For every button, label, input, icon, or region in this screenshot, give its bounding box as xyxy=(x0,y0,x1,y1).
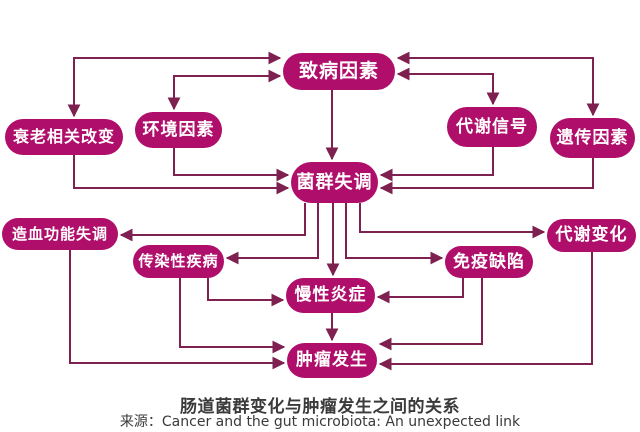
edge-dysbiosis-hematopoietic xyxy=(119,203,306,242)
edge-dysbiosis-infectious xyxy=(225,203,319,265)
edge-genetic-dysbiosis xyxy=(379,158,594,195)
edge-genetic-pathogenic xyxy=(396,51,600,117)
diagram-title: 肠道菌群变化与肿瘤发生之间的关系 xyxy=(180,397,460,417)
edge-aging-dysbiosis xyxy=(73,155,290,195)
edge-metabolic-signal-pathogenic xyxy=(396,67,500,106)
node-metabolic-changes: 代谢变化 xyxy=(547,219,636,252)
edge-environment-dysbiosis xyxy=(173,148,290,182)
source-caption: 来源：Cancer and the gut microbiota: An une… xyxy=(119,414,521,430)
node-aging-related-changes: 衰老相关改变 xyxy=(5,119,123,155)
edge-metabolic-signal-dysbiosis xyxy=(379,147,494,182)
node-infectious-diseases: 传染性疾病 xyxy=(133,245,224,278)
node-hematopoietic-dysfunction: 造血功能失调 xyxy=(2,218,118,250)
edge-immune-inflammation xyxy=(376,278,464,304)
node-genetic-factors: 遗传因素 xyxy=(550,118,635,158)
edge-dysbiosis-metabolic-change xyxy=(359,203,546,239)
edge-dysbiosis-immune xyxy=(345,203,444,265)
node-metabolic-signals: 代谢信号 xyxy=(447,107,537,147)
node-environmental-factors: 环境因素 xyxy=(135,112,222,148)
edge-aging-pathogenic xyxy=(67,51,282,118)
node-immune-deficiency: 免疫缺陷 xyxy=(445,246,533,278)
edge-infectious-tumor xyxy=(179,278,286,354)
edge-environment-pathogenic xyxy=(167,69,282,111)
edge-infectious-inflammation xyxy=(207,278,285,307)
node-chronic-inflammation: 慢性炎症 xyxy=(286,278,375,313)
node-pathogenic-factors: 致病因素 xyxy=(283,53,395,90)
edge-immune-tumor xyxy=(378,278,483,351)
edge-hematopoietic-tumor xyxy=(69,250,286,370)
node-tumorigenesis: 肿瘤发生 xyxy=(287,343,377,378)
node-dysbiosis: 菌群失调 xyxy=(291,162,378,203)
edge-metabolic-change-tumor xyxy=(378,252,593,371)
edges-layer xyxy=(67,51,600,371)
